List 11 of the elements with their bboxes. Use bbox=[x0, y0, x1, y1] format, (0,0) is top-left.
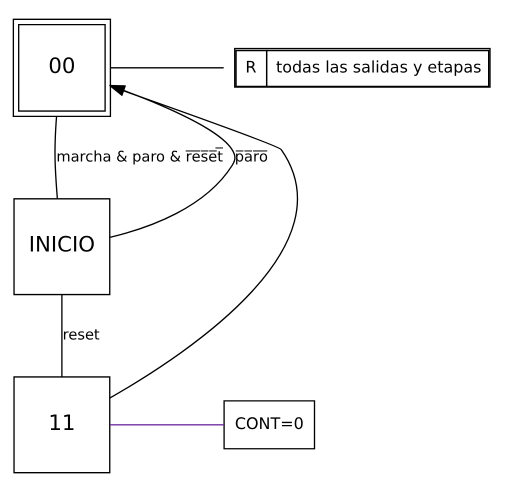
edge-label: p̅a̅r̅o̅ bbox=[234, 148, 268, 166]
connector bbox=[61, 294, 63, 377]
node-box: 00 bbox=[12, 18, 112, 118]
connector bbox=[110, 67, 224, 68]
edge-label: marcha & paro & r̅e̅s̅e̅t̅ bbox=[56, 148, 223, 166]
node-box: 11 bbox=[13, 376, 110, 474]
node-box: INICIO bbox=[13, 198, 110, 296]
edge-label: reset bbox=[62, 326, 100, 344]
connector bbox=[110, 424, 224, 426]
connector bbox=[54, 116, 58, 199]
node-box: CONT=0 bbox=[223, 400, 316, 450]
